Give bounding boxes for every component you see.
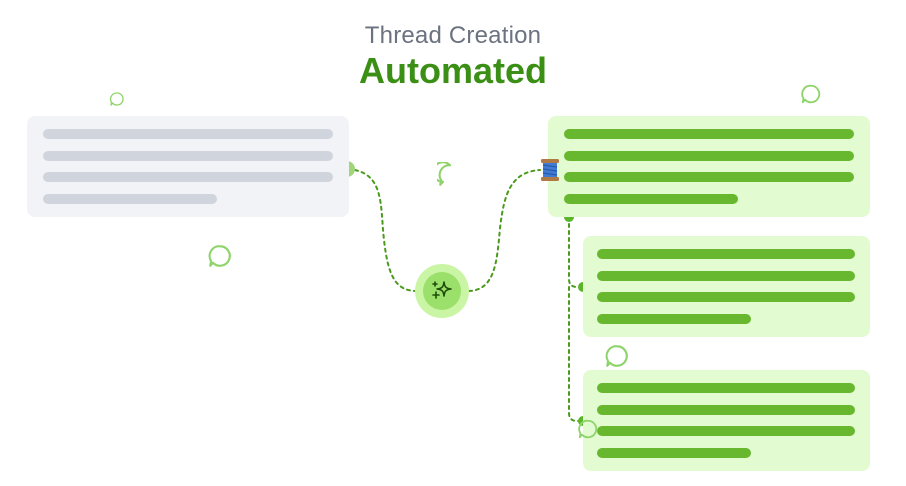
text-line [564, 151, 854, 161]
text-line [597, 271, 855, 281]
thread-to-reply1-connector [568, 216, 584, 288]
text-line [597, 426, 855, 436]
diagram-subtitle: Automated [359, 50, 547, 91]
source-to-hub-connector [347, 168, 416, 292]
text-line [43, 129, 333, 139]
text-line [43, 151, 333, 161]
chat-bubble-icon [605, 345, 628, 367]
chat-bubble-icon [437, 162, 452, 186]
thread-spool-icon [540, 158, 560, 187]
text-line [597, 448, 751, 458]
thread-reply-card [583, 236, 870, 337]
text-line [597, 383, 855, 393]
text-line [564, 172, 854, 182]
text-line [597, 405, 855, 415]
text-line [564, 194, 738, 204]
thread-reply-card [583, 370, 870, 471]
text-line [597, 292, 855, 302]
automation-hub [415, 264, 469, 318]
thread-to-reply2-connector [568, 286, 584, 422]
source-message-card [27, 116, 349, 217]
text-line [564, 129, 854, 139]
text-line [43, 172, 333, 182]
chat-bubble-icon [208, 245, 231, 267]
sparkles-icon [432, 281, 452, 299]
automation-hub-inner [423, 272, 461, 310]
chat-bubble-icon [801, 84, 821, 104]
chat-bubble-icon [109, 92, 124, 106]
hub-to-thread-connector [468, 169, 541, 292]
text-line [597, 249, 855, 259]
text-line [43, 194, 217, 204]
thread-message-card [548, 116, 870, 217]
chat-bubble-icon [578, 419, 598, 439]
diagram-title: Thread Creation [364, 22, 542, 49]
text-line [597, 314, 751, 324]
